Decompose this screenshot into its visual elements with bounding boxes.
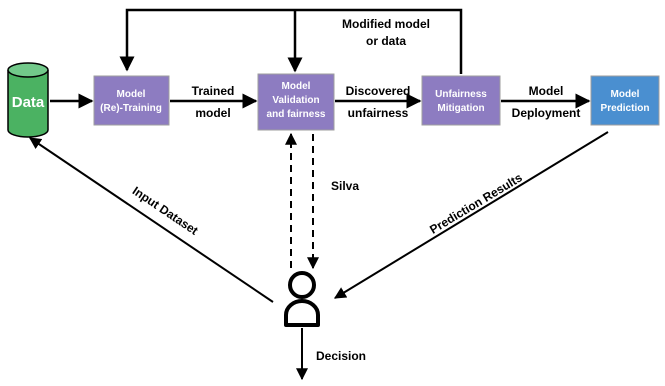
model-deployment-label-line2: Deployment (512, 106, 581, 120)
data-node: Data (7, 62, 49, 138)
model-training-box: Model (Re)-Training (93, 75, 170, 126)
discovered-unfairness-label-line2: unfairness (348, 106, 409, 120)
decision-label: Decision (316, 349, 366, 363)
prediction-label-line1: Model (611, 89, 640, 100)
validation-label-line1: Model (282, 81, 311, 92)
feedback-loop: Modified model or data (119, 8, 463, 74)
data-cylinder-body (7, 70, 49, 138)
model-validation-box: Model Validation and fairness (257, 73, 335, 131)
data-label: Data (12, 94, 45, 111)
mitigation-label-line1: Unfairness (435, 89, 487, 100)
training-label-line2: (Re)-Training (100, 103, 162, 114)
data-cylinder-top (7, 62, 49, 78)
model-deployment-label-line1: Model (529, 84, 564, 98)
mitigation-label-line2: Mitigation (437, 103, 484, 114)
prediction-results-label: Prediction Results (427, 170, 525, 236)
discovered-unfairness-label-line1: Discovered (346, 84, 411, 98)
unfairness-mitigation-box: Unfairness Mitigation (421, 75, 501, 126)
validation-label-line2: Validation (272, 95, 319, 106)
modified-label-line1: Modified model (342, 17, 430, 31)
model-prediction-box: Model Prediction (590, 75, 660, 126)
training-label-line1: Model (117, 89, 146, 100)
prediction-label-line2: Prediction (601, 103, 650, 114)
user-to-data-arrow (29, 137, 274, 303)
validation-label-line3: and fairness (267, 109, 326, 120)
silva-label: Silva (331, 179, 359, 193)
trained-model-label-line2: model (195, 106, 230, 120)
person-icon (284, 271, 320, 327)
modified-label-line2: or data (366, 34, 406, 48)
prediction-to-user-arrow (333, 131, 609, 299)
trained-model-label-line1: Trained (192, 84, 235, 98)
